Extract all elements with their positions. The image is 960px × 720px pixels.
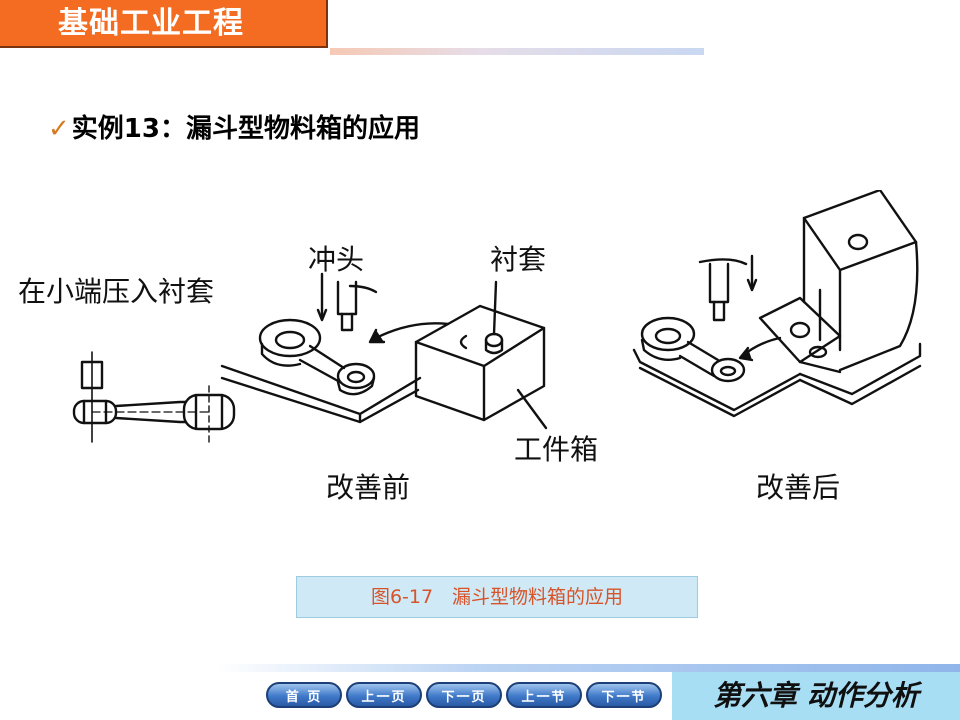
nav-previous-page-button[interactable]: 上一页 <box>346 682 422 708</box>
before-workpiece-box <box>414 280 548 430</box>
label-bushing: 衬套 <box>490 243 547 276</box>
label-before: 改善前 <box>326 471 411 504</box>
nav-previous-section-button[interactable]: 上一节 <box>506 682 582 708</box>
figure-caption: 图6-17 漏斗型物料箱的应用 <box>296 576 698 618</box>
before-table <box>220 364 422 424</box>
small-part-drawing <box>72 351 236 443</box>
label-after: 改善后 <box>756 471 841 504</box>
label-press-small-end: 在小端压入衬套 <box>18 275 215 308</box>
footer-gradient-band <box>216 664 960 672</box>
slide-navigation: 首 页 上一页 下一页 上一节 下一节 <box>266 682 662 708</box>
nav-next-section-button[interactable]: 下一节 <box>586 682 662 708</box>
line-drawing <box>72 190 922 443</box>
figure-illustration: 在小端压入衬套 冲头 衬套 工件箱 改善前 改善后 <box>0 190 960 510</box>
chapter-label: 第六章 动作分析 <box>672 672 960 720</box>
nav-first-page-button[interactable]: 首 页 <box>266 682 342 708</box>
nav-next-page-button[interactable]: 下一页 <box>426 682 502 708</box>
after-funnel-box <box>758 190 919 374</box>
before-punch <box>316 272 378 332</box>
label-workpiece-box: 工件箱 <box>514 433 599 466</box>
after-punch <box>698 254 758 322</box>
header-gradient-band <box>330 48 704 55</box>
section-heading: ✓实例13：漏斗型物料箱的应用 <box>48 108 420 145</box>
check-icon: ✓ <box>48 114 70 144</box>
slide-title: 基础工业工程 <box>0 0 328 48</box>
section-title: 实例13：漏斗型物料箱的应用 <box>71 114 420 144</box>
label-punch: 冲头 <box>308 243 365 276</box>
before-connecting-rod <box>258 318 376 396</box>
after-table <box>632 342 922 418</box>
after-connecting-rod <box>640 316 746 383</box>
